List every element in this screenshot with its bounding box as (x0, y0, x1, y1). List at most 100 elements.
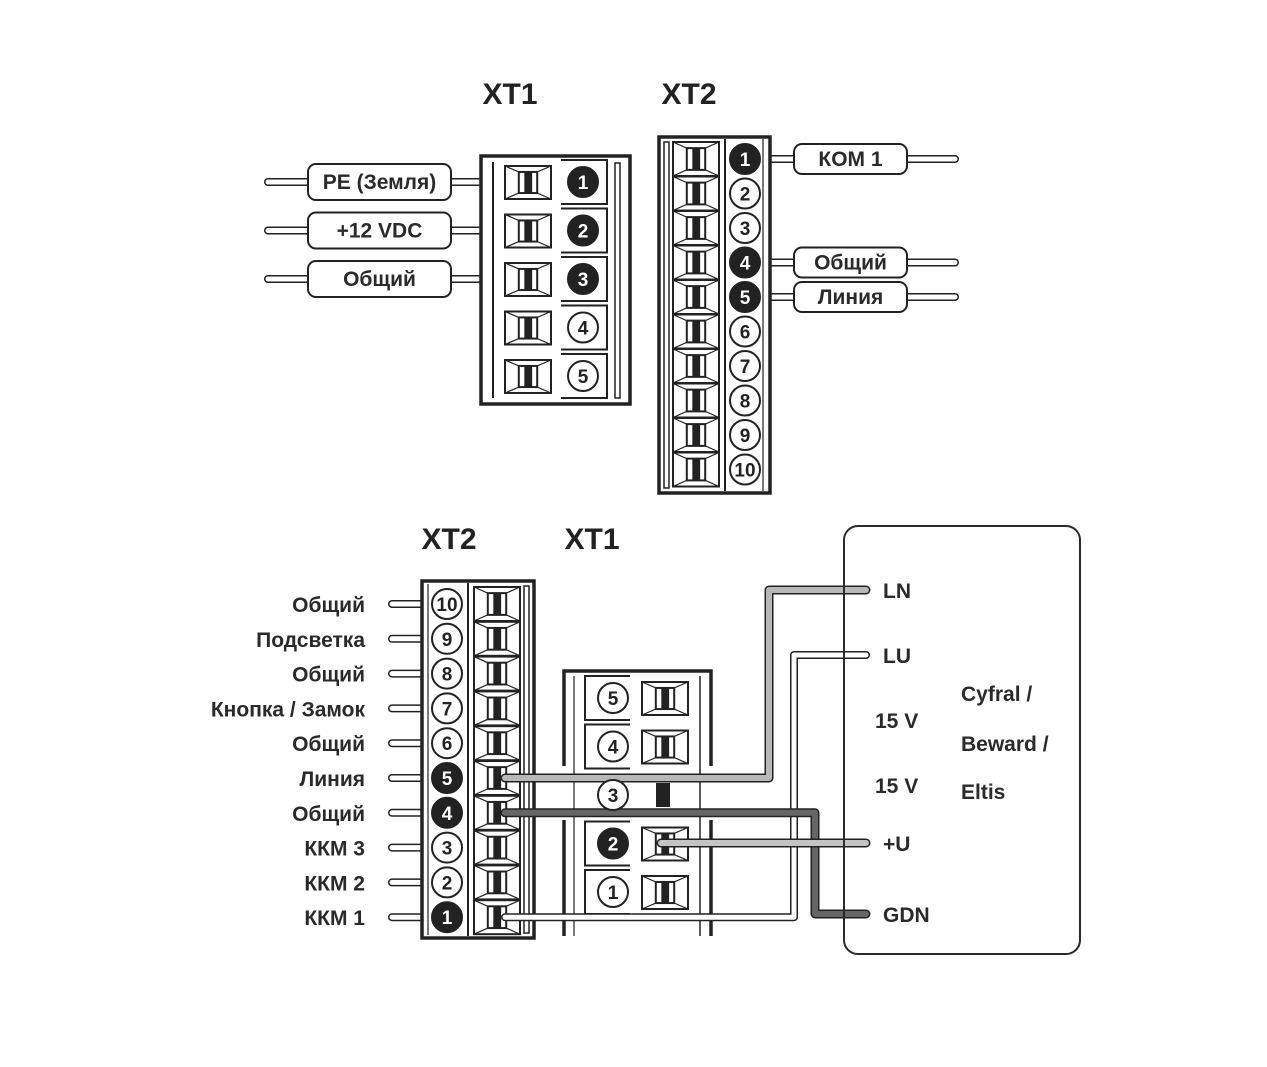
pin-number-circle (597, 682, 629, 714)
label-text: Общий (814, 252, 887, 275)
pin-number: 3 (578, 270, 589, 291)
pin-number: 9 (740, 426, 751, 447)
bottom-xt2-label-6: Общий (292, 733, 365, 756)
screw-bar (661, 687, 670, 710)
screw-bar (493, 836, 502, 859)
bottom-xt2-pin-1: 1 (431, 901, 463, 934)
top-xt1-edge (614, 162, 621, 399)
screw-bar (692, 355, 701, 377)
device-terminal-ln: LN (883, 580, 911, 603)
top-xt2-pin-5: 5 (729, 281, 761, 313)
device-name-line-1: Cyfral / (961, 683, 1032, 706)
bottom-xt2-screw-10 (473, 586, 521, 622)
bottom-xt1-cell-4 (584, 723, 630, 770)
top-xt1-screw-5 (504, 359, 552, 394)
screw-bar (493, 627, 502, 650)
screw-bar (692, 217, 701, 239)
top-xt2-screw-3 (672, 210, 720, 246)
bottom-xt2-label-2: ККМ 2 (304, 872, 365, 895)
pin-number-circle (431, 657, 463, 690)
pin-number-circle (567, 214, 599, 247)
screw-bar (692, 182, 701, 205)
top-xt1-label-1: PE (Земля) (307, 163, 452, 201)
bottom-xt1-pin-1: 1 (597, 876, 629, 908)
pin-number-circle (431, 796, 463, 829)
screw-bar (493, 801, 502, 824)
label-box (793, 281, 908, 313)
top-xt2-pin-2: 2 (729, 177, 761, 210)
top-xt2-screw-9 (672, 417, 720, 453)
screw-bar (524, 268, 533, 291)
top-xt2-pin-3: 3 (729, 212, 761, 244)
screw-bar (692, 286, 701, 308)
pin-number: 1 (740, 150, 751, 171)
pin-number-circle (431, 692, 463, 725)
label-box (793, 143, 908, 175)
bottom-xt2-pin-9: 9 (431, 622, 463, 655)
device-voltage-2: 15 V (875, 775, 918, 798)
bottom-xt2-label-10: Общий (292, 594, 365, 617)
top-xt1-pin-3: 3 (567, 263, 599, 295)
pin-number: 7 (442, 699, 453, 720)
bottom-xt2-label-7: Кнопка / Замок (211, 698, 366, 721)
label-box (307, 260, 452, 298)
pin-number-circle (431, 831, 463, 864)
top-xt1-screw-4 (504, 310, 552, 346)
bottom-xt1-screw-5 (641, 681, 689, 716)
pin-number-circle (431, 588, 463, 620)
top-xt1-pin-5: 5 (567, 360, 599, 392)
bottom-xt2-label-9: Подсветка (256, 629, 365, 652)
screw-bar (493, 871, 502, 894)
pin-number: 10 (436, 595, 457, 616)
pin-number-circle (729, 281, 761, 313)
screw-bar (661, 881, 670, 904)
pin-number: 1 (442, 908, 453, 929)
bottom-xt1-pin-2: 2 (597, 827, 629, 860)
screw-bar (692, 148, 701, 170)
screw-bar (493, 593, 502, 615)
pin-number-circle (597, 730, 629, 763)
top-xt2-pin-1: 1 (729, 143, 761, 175)
pin-number-circle (729, 143, 761, 175)
bottom-xt2-pin-3: 3 (431, 831, 463, 864)
top-xt1-screw-3 (504, 262, 552, 297)
pin-number: 7 (740, 357, 751, 378)
pin-number-circle (597, 876, 629, 908)
bottom-xt2-edge (523, 585, 530, 934)
top-xt1-title: XT1 (482, 78, 537, 111)
bottom-xt1-screw-1 (641, 875, 689, 910)
wire-kkm1-to-lu (502, 652, 869, 920)
top-xt2-pin-7: 7 (729, 350, 761, 382)
top-xt2-screw-7 (672, 348, 720, 384)
pin-number: 2 (442, 873, 453, 894)
device-terminal-plus-u: +U (883, 833, 910, 856)
top-xt2-edge (663, 141, 670, 489)
bottom-xt2-screw-8 (473, 655, 521, 692)
top-xt2-label-5: Линия (793, 281, 908, 313)
pin-number-circle (431, 622, 463, 655)
pin-number: 3 (608, 786, 619, 807)
top-xt1-cell-4 (561, 304, 608, 351)
screw-bar (692, 424, 701, 446)
pin-number-circle (567, 166, 599, 198)
screw-bar (524, 171, 533, 194)
bottom-xt2-pin-4: 4 (431, 796, 463, 829)
top-xt2-pin-9: 9 (729, 419, 761, 451)
screw-bar (524, 365, 533, 388)
wire-common-to-gdn (502, 809, 869, 917)
intercom-device-box (843, 525, 1081, 955)
pin-number-circle (729, 212, 761, 244)
pin-number-circle (729, 384, 761, 417)
bottom-xt2-label-5: Линия (300, 768, 366, 791)
pin-number-circle (567, 311, 599, 344)
pin-number: 10 (734, 461, 755, 482)
bottom-xt2-pin-5: 5 (431, 762, 463, 794)
label-box (793, 246, 908, 279)
pin-number-circle (431, 866, 463, 899)
top-xt2-pin-4: 4 (729, 246, 761, 279)
device-terminal-gdn: GDN (883, 904, 930, 927)
pin-number: 8 (740, 392, 751, 413)
bottom-xt2-screw-1 (473, 899, 521, 936)
bottom-xt1-pin-3: 3 (597, 779, 629, 811)
bottom-xt1-cell-5 (584, 675, 630, 721)
